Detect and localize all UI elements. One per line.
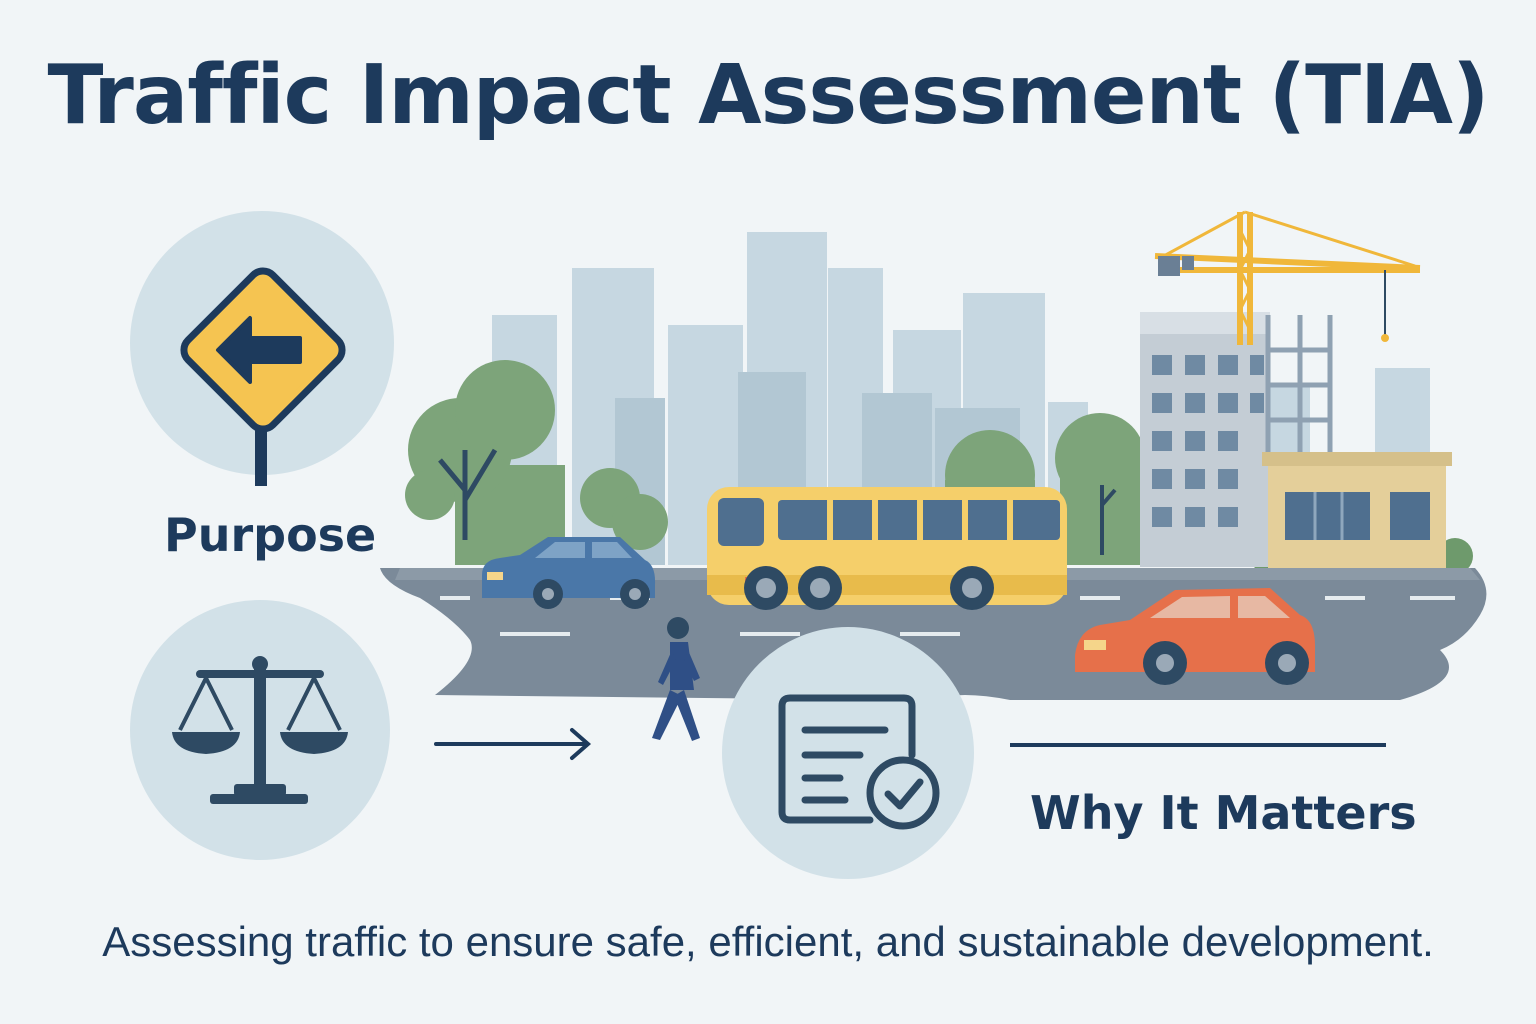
office-building: [1140, 312, 1452, 568]
subtitle: Assessing traffic to ensure safe, effici…: [102, 918, 1434, 965]
document-check-icon: [778, 694, 940, 830]
construction-crane: [1154, 210, 1421, 345]
blue-car: [482, 537, 656, 609]
left-arrow-road-sign-icon: [180, 267, 346, 486]
page-title: Traffic Impact Assessment (TIA): [47, 48, 1490, 143]
flow-arrow: [434, 728, 592, 760]
bus: [707, 487, 1067, 610]
orange-car: [1075, 588, 1316, 685]
report-circle: [722, 627, 974, 879]
purpose-label: Purpose: [164, 508, 377, 562]
why-it-matters-label: Why It Matters: [1030, 786, 1417, 840]
balance-circle: [130, 600, 390, 860]
balance-scale-icon: [172, 656, 348, 804]
purpose-circle: [130, 211, 394, 486]
pedestrian: [652, 617, 700, 741]
